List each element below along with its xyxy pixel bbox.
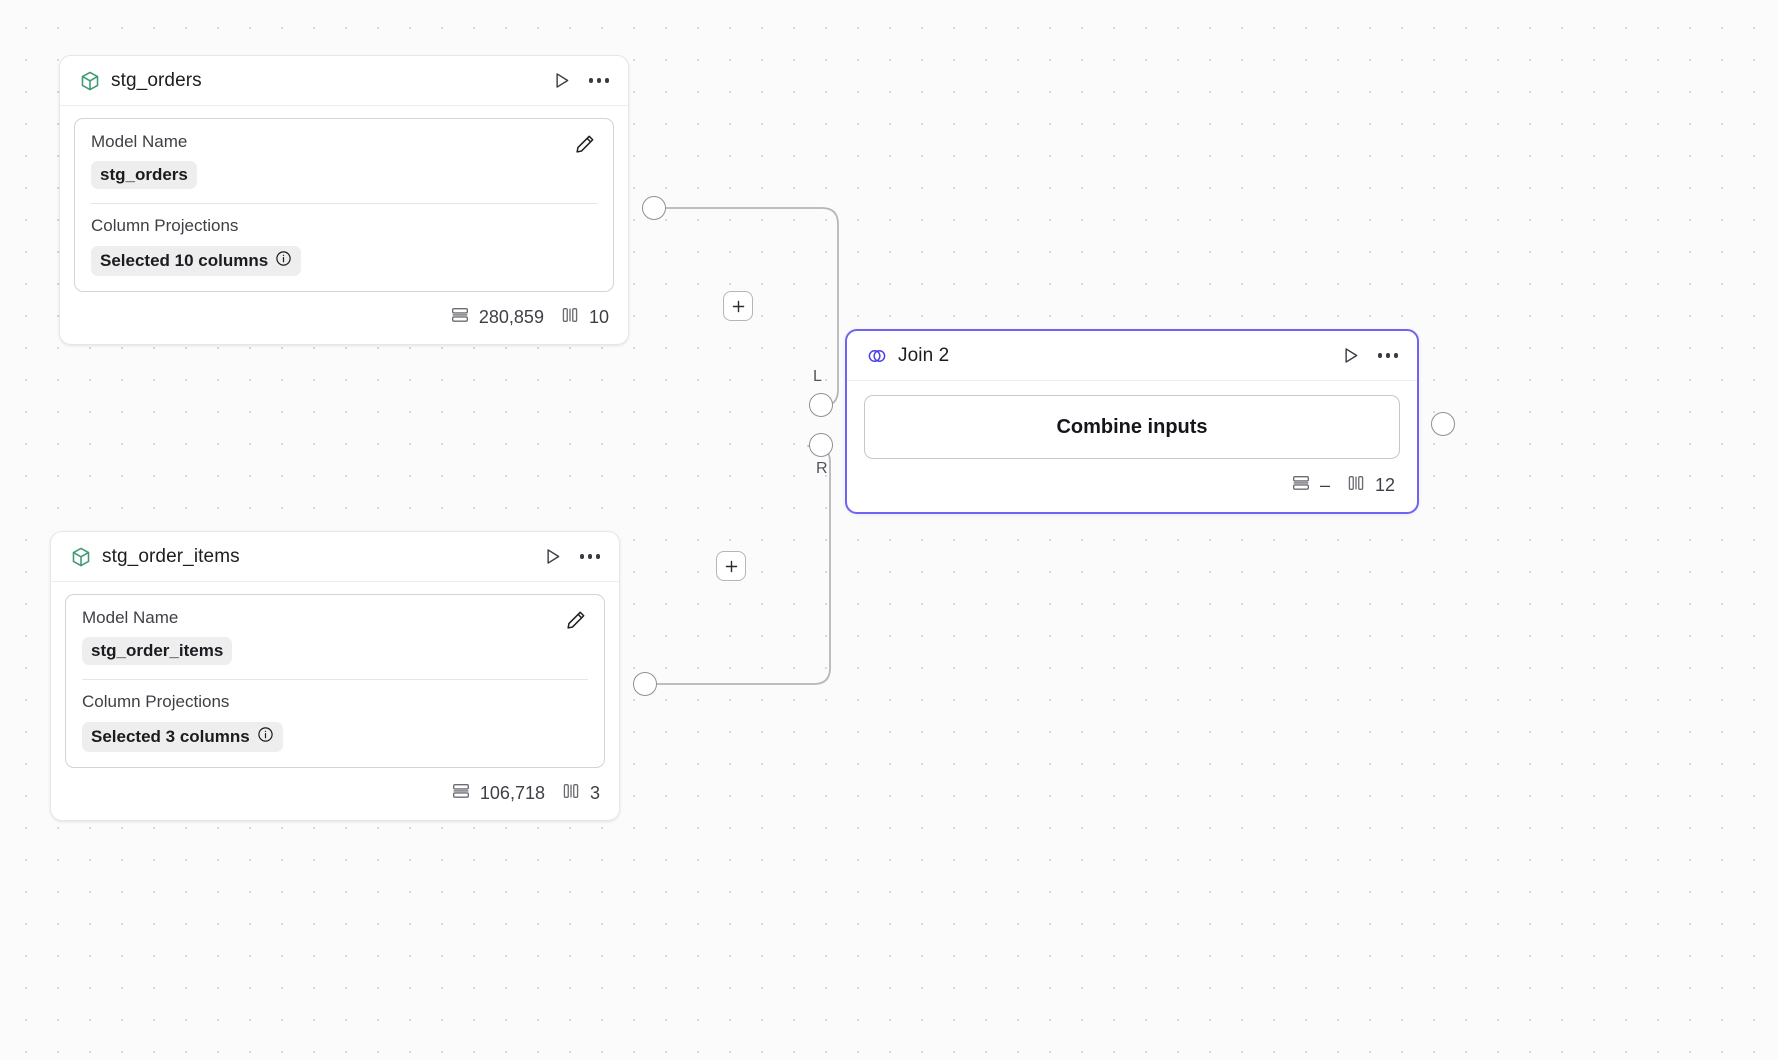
rows-icon xyxy=(450,305,470,330)
node-stg-orders[interactable]: stg_orders Model Name stg_ xyxy=(59,55,629,345)
node-footer: 106,718 3 xyxy=(51,768,619,820)
node-title: Join 2 xyxy=(898,344,950,366)
node-header: Join 2 xyxy=(847,331,1417,381)
row-count-stat: 280,859 xyxy=(450,305,544,330)
model-name-field: Model Name stg_order_items xyxy=(82,608,588,666)
column-count-stat: 10 xyxy=(560,305,609,330)
model-name-field: Model Name stg_orders xyxy=(91,132,597,190)
columns-icon xyxy=(560,305,580,330)
node-header-actions xyxy=(549,69,611,93)
column-projections-label: Column Projections xyxy=(91,216,239,236)
node-header-actions xyxy=(540,545,602,569)
row-count-stat: – xyxy=(1291,473,1330,498)
node-header-actions xyxy=(1338,344,1400,368)
column-count-stat: 12 xyxy=(1346,473,1395,498)
input-port-left-label: L xyxy=(813,368,823,385)
cube-icon xyxy=(70,546,92,568)
rows-icon xyxy=(451,781,471,806)
model-name-value[interactable]: stg_orders xyxy=(91,161,197,190)
combine-inputs-label: Combine inputs xyxy=(1056,415,1208,438)
model-config-panel: Model Name stg_order_items Colum xyxy=(65,594,605,768)
column-projections-field: Column Projections Selected 10 columns xyxy=(91,216,597,276)
more-icon[interactable] xyxy=(578,545,602,569)
row-count-value: 106,718 xyxy=(479,782,545,803)
run-icon[interactable] xyxy=(1338,344,1362,368)
node-header: stg_orders xyxy=(60,56,628,106)
column-count-value: 12 xyxy=(1374,475,1395,495)
model-name-value[interactable]: stg_order_items xyxy=(82,637,233,666)
edit-icon[interactable] xyxy=(564,608,588,632)
node-title: stg_orders xyxy=(111,69,202,91)
column-count-stat: 3 xyxy=(561,781,600,806)
node-join-2[interactable]: Join 2 Combine inputs xyxy=(845,329,1419,514)
input-port-right-label: R xyxy=(816,460,828,477)
node-title: stg_order_items xyxy=(102,545,240,567)
node-stg-order-items[interactable]: stg_order_items Model Name xyxy=(50,531,620,821)
columns-icon xyxy=(561,781,581,806)
combine-inputs-button[interactable]: Combine inputs xyxy=(864,395,1400,459)
node-body: Model Name stg_order_items Colum xyxy=(51,582,619,768)
column-projections-label: Column Projections xyxy=(82,692,230,712)
panel-divider xyxy=(82,679,588,681)
node-footer: – 12 xyxy=(847,459,1417,512)
row-count-value: – xyxy=(1319,475,1330,495)
node-header: stg_order_items xyxy=(51,532,619,582)
info-icon[interactable] xyxy=(257,726,274,748)
input-port-join-right[interactable] xyxy=(809,433,833,457)
column-projections-value[interactable]: Selected 10 columns xyxy=(91,245,302,276)
model-name-label: Model Name xyxy=(91,132,188,151)
model-name-label: Model Name xyxy=(82,608,179,627)
plus-icon xyxy=(725,560,737,572)
model-config-panel: Model Name stg_orders Column Pro xyxy=(74,118,614,292)
edge-add-button-top[interactable] xyxy=(723,291,753,321)
edge-add-button-bottom[interactable] xyxy=(716,551,746,581)
join-icon xyxy=(866,345,888,367)
edit-icon[interactable] xyxy=(573,132,597,156)
column-count-value: 3 xyxy=(589,782,600,803)
columns-icon xyxy=(1346,473,1366,498)
more-icon[interactable] xyxy=(587,69,611,93)
node-footer: 280,859 10 xyxy=(60,292,628,344)
run-icon[interactable] xyxy=(540,545,564,569)
panel-divider xyxy=(91,203,597,205)
column-projections-value[interactable]: Selected 3 columns xyxy=(82,721,283,752)
row-count-stat: 106,718 xyxy=(451,781,545,806)
plus-icon xyxy=(732,300,744,312)
column-count-value: 10 xyxy=(588,306,609,327)
output-port-stg-order-items[interactable] xyxy=(633,672,657,696)
rows-icon xyxy=(1291,473,1311,498)
info-icon[interactable] xyxy=(275,250,292,272)
input-port-join-left[interactable] xyxy=(809,393,833,417)
node-body: Model Name stg_orders Column Pro xyxy=(60,106,628,292)
cube-icon xyxy=(79,70,101,92)
more-icon[interactable] xyxy=(1376,344,1400,368)
row-count-value: 280,859 xyxy=(478,306,544,327)
column-projections-field: Column Projections Selected 3 columns xyxy=(82,692,588,752)
output-port-stg-orders[interactable] xyxy=(642,196,666,220)
run-icon[interactable] xyxy=(549,69,573,93)
output-port-join-2[interactable] xyxy=(1431,412,1455,436)
node-body: Combine inputs xyxy=(847,381,1417,459)
